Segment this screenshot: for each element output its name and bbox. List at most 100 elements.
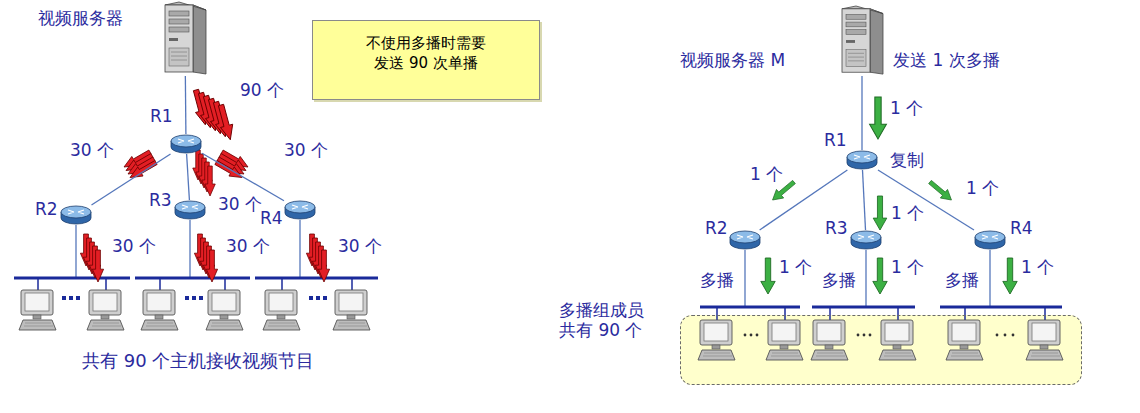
multicast-arrow bbox=[761, 258, 775, 294]
host-computer bbox=[1026, 320, 1063, 360]
count-label: 复制 bbox=[890, 150, 924, 170]
router-symbol bbox=[175, 201, 205, 219]
node-label: 多播组成员 共有 90 个 bbox=[559, 300, 659, 341]
ellipsis-dot bbox=[192, 296, 196, 300]
host-drop bbox=[37, 278, 39, 290]
caption-text: 共有 90 个主机接收视频节目 bbox=[82, 350, 314, 372]
drop-line bbox=[865, 250, 866, 307]
router-symbol bbox=[851, 231, 881, 249]
lan-bus bbox=[255, 277, 378, 280]
node-label: R4 bbox=[260, 208, 283, 228]
ellipsis-dots bbox=[62, 296, 327, 300]
note-text: 不使用多播时需要 发送 90 次单播 bbox=[364, 33, 488, 74]
network-link bbox=[863, 170, 866, 230]
host-drop bbox=[224, 278, 226, 290]
count-label: 30 个 bbox=[284, 140, 328, 160]
drop-line bbox=[189, 220, 190, 278]
count-label: 1 个 bbox=[1021, 257, 1054, 277]
count-label: 1 个 bbox=[890, 98, 923, 118]
group: 多播组成员 共有 90 个 bbox=[680, 315, 1082, 385]
host-drop bbox=[829, 307, 831, 320]
hosts bbox=[19, 290, 1063, 360]
unicast-arrows bbox=[80, 88, 329, 282]
ellipsis-dot bbox=[744, 334, 747, 337]
unicast-arrow bbox=[318, 250, 329, 282]
ellipsis-dot bbox=[869, 334, 872, 337]
network-link bbox=[878, 170, 974, 230]
router-icon bbox=[170, 134, 202, 154]
router-symbol bbox=[975, 231, 1005, 249]
lan-bus bbox=[940, 306, 1062, 309]
note-box: 不使用多播时需要 发送 90 次单播 bbox=[312, 20, 540, 100]
ellipsis-dot bbox=[316, 296, 320, 300]
router-symbol bbox=[730, 231, 760, 249]
count-label: 1 个 bbox=[891, 257, 924, 277]
server-icon bbox=[840, 6, 884, 76]
lan-bus bbox=[14, 277, 130, 280]
count-label: 多播 bbox=[945, 270, 979, 290]
server-symbol bbox=[842, 6, 883, 74]
multicast-arrow bbox=[870, 97, 887, 139]
ellipsis-dot bbox=[1012, 334, 1015, 337]
host-computer bbox=[946, 320, 983, 360]
count-label: 30 个 bbox=[70, 140, 114, 160]
server-symbol bbox=[165, 2, 206, 74]
host-drop bbox=[159, 278, 161, 290]
node-label: 视频服务器 bbox=[38, 8, 123, 28]
ellipsis-dot bbox=[750, 334, 753, 337]
count-label: 30 个 bbox=[112, 236, 156, 256]
count-label: 30 个 bbox=[338, 236, 382, 256]
count-label: 30 个 bbox=[218, 194, 262, 214]
count-label: 1 个 bbox=[750, 164, 783, 184]
host-computer bbox=[766, 320, 803, 360]
ellipsis-dots bbox=[744, 334, 1015, 337]
router-node: R4 bbox=[974, 230, 1006, 250]
multicast-arrow bbox=[873, 258, 887, 294]
node-label: R1 bbox=[150, 106, 173, 126]
router-icon bbox=[284, 200, 316, 220]
host-drops bbox=[38, 278, 1045, 320]
server-node: 视频服务器 M bbox=[840, 6, 884, 76]
count-label: 多播 bbox=[700, 270, 734, 290]
node-label: R2 bbox=[35, 199, 58, 219]
router-icon bbox=[729, 230, 761, 250]
ellipsis-dot bbox=[62, 296, 66, 300]
router-symbol bbox=[61, 206, 91, 224]
drop-line bbox=[299, 220, 300, 278]
ellipsis-dot bbox=[323, 296, 327, 300]
router-node: R3 bbox=[174, 200, 206, 220]
lan-bus bbox=[812, 306, 915, 309]
host-drop bbox=[351, 278, 353, 290]
router-symbol bbox=[171, 135, 201, 153]
router-symbol bbox=[285, 201, 315, 219]
router-node: R4 bbox=[284, 200, 316, 220]
multicast-arrow bbox=[1003, 258, 1017, 294]
node-label: R3 bbox=[825, 218, 848, 238]
node-label: 视频服务器 M bbox=[680, 50, 785, 70]
count-label: 多播 bbox=[822, 270, 856, 290]
count-label: 90 个 bbox=[240, 80, 284, 100]
count-label: 1 个 bbox=[891, 203, 924, 223]
server-node: 视频服务器 bbox=[163, 2, 207, 76]
host-drop bbox=[105, 278, 107, 290]
router-node: R1 bbox=[846, 150, 878, 170]
ellipsis-dot bbox=[756, 334, 759, 337]
ellipsis-dot bbox=[76, 296, 80, 300]
lan-bus bbox=[700, 306, 800, 309]
unicast-arrow bbox=[205, 166, 216, 196]
node-label: R4 bbox=[1010, 218, 1033, 238]
ellipsis-dot bbox=[69, 296, 73, 300]
multicast-arrows bbox=[761, 97, 1017, 294]
ellipsis-dot bbox=[1004, 334, 1007, 337]
unicast-arrow bbox=[92, 250, 103, 282]
router-node: R2 bbox=[60, 205, 92, 225]
server-icon bbox=[163, 2, 207, 76]
router-node: R1 bbox=[170, 134, 202, 154]
router-node: R3 bbox=[850, 230, 882, 250]
network-link bbox=[861, 76, 862, 150]
node-label: R2 bbox=[705, 218, 728, 238]
host-drop bbox=[716, 307, 718, 320]
host-drop bbox=[1044, 307, 1046, 320]
unicast-arrow bbox=[213, 158, 244, 182]
router-node: R2 bbox=[729, 230, 761, 250]
